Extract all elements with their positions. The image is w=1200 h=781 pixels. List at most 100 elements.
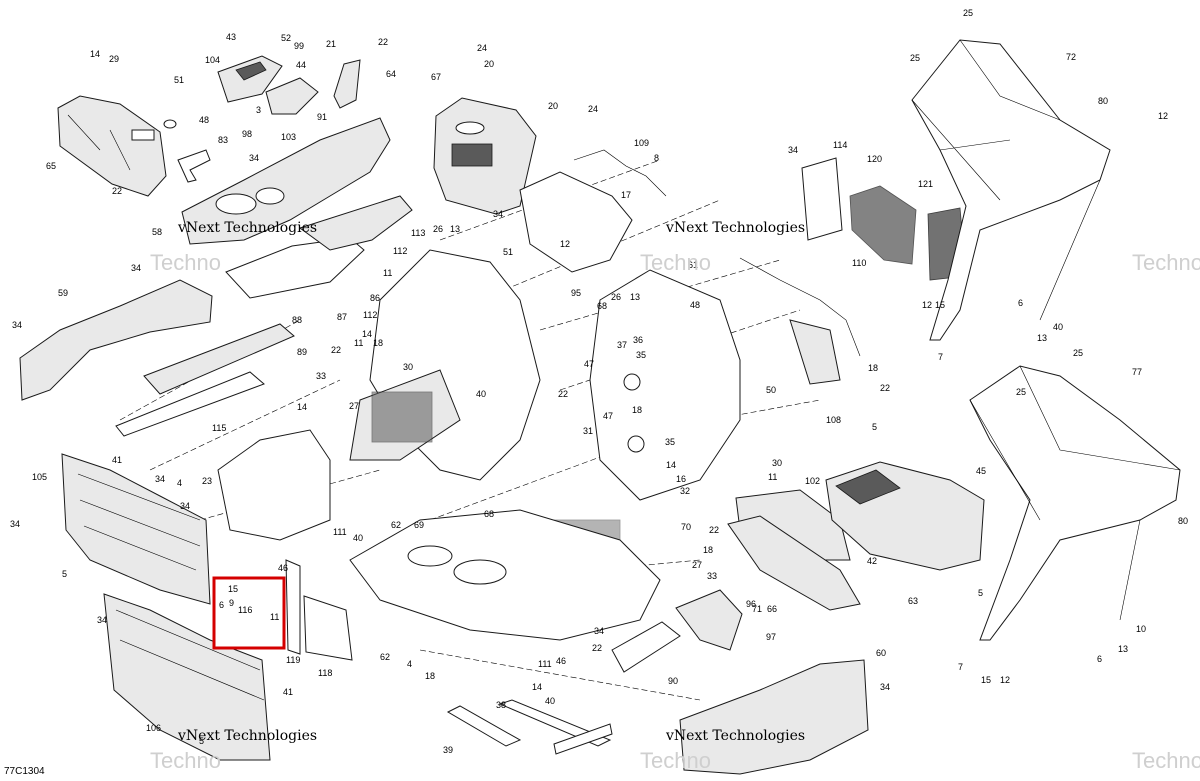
callout-12[interactable]: 12: [1000, 675, 1010, 685]
callout-13[interactable]: 13: [1118, 644, 1128, 654]
part-rail-90[interactable]: [611, 621, 681, 673]
callout-34[interactable]: 34: [788, 145, 798, 155]
callout-87[interactable]: 87: [337, 312, 347, 322]
callout-72[interactable]: 72: [1066, 52, 1076, 62]
callout-41[interactable]: 41: [112, 455, 122, 465]
callout-99[interactable]: 99: [294, 41, 304, 51]
callout-3[interactable]: 3: [256, 105, 261, 115]
callout-44[interactable]: 44: [296, 60, 306, 70]
highlight-box-116[interactable]: [212, 576, 286, 650]
callout-22[interactable]: 22: [592, 643, 602, 653]
callout-95[interactable]: 95: [571, 288, 581, 298]
callout-120[interactable]: 120: [867, 154, 882, 164]
callout-8[interactable]: 8: [654, 153, 659, 163]
callout-89[interactable]: 89: [297, 347, 307, 357]
callout-34[interactable]: 34: [594, 626, 604, 636]
callout-6[interactable]: 6: [1018, 298, 1023, 308]
callout-112[interactable]: 112: [363, 310, 377, 320]
callout-121[interactable]: 121: [918, 179, 933, 189]
part-lid-104-103[interactable]: [217, 55, 319, 115]
part-duct-42-63[interactable]: [825, 461, 985, 571]
callout-27[interactable]: 27: [692, 560, 702, 570]
callout-83[interactable]: 83: [218, 135, 228, 145]
callout-35[interactable]: 35: [665, 437, 675, 447]
callout-12[interactable]: 12: [922, 300, 932, 310]
callout-80[interactable]: 80: [1098, 96, 1108, 106]
callout-14[interactable]: 14: [362, 329, 372, 339]
callout-40[interactable]: 40: [476, 389, 486, 399]
callout-64[interactable]: 64: [386, 69, 396, 79]
callout-34[interactable]: 34: [880, 682, 890, 692]
callout-15[interactable]: 15: [228, 584, 238, 594]
callout-20[interactable]: 20: [484, 59, 494, 69]
callout-43[interactable]: 43: [226, 32, 236, 42]
callout-25[interactable]: 25: [910, 53, 920, 63]
callout-13[interactable]: 13: [630, 292, 640, 302]
callout-116[interactable]: 116: [238, 605, 252, 615]
callout-32[interactable]: 32: [680, 486, 690, 496]
callout-18[interactable]: 18: [703, 545, 713, 555]
callout-61[interactable]: 61: [688, 260, 698, 270]
callout-51[interactable]: 51: [174, 75, 184, 85]
callout-106[interactable]: 106: [146, 723, 161, 733]
callout-5[interactable]: 5: [62, 569, 67, 579]
callout-21[interactable]: 21: [326, 39, 336, 49]
part-dash-panel-67[interactable]: [433, 97, 537, 215]
callout-102[interactable]: 102: [805, 476, 820, 486]
callout-66[interactable]: 66: [767, 604, 777, 614]
callout-86[interactable]: 86: [370, 293, 380, 303]
callout-42[interactable]: 42: [867, 556, 877, 566]
callout-27[interactable]: 27: [349, 401, 359, 411]
callout-52[interactable]: 52: [281, 33, 291, 43]
callout-59[interactable]: 59: [58, 288, 68, 298]
callout-12[interactable]: 12: [560, 239, 570, 249]
part-roll-cage-72[interactable]: [911, 39, 1111, 341]
part-rail-88-89[interactable]: [115, 323, 295, 437]
callout-110[interactable]: 110: [852, 258, 866, 268]
callout-48[interactable]: 48: [199, 115, 209, 125]
callout-5[interactable]: 5: [872, 422, 877, 432]
callout-96[interactable]: 96: [746, 599, 756, 609]
callout-34[interactable]: 34: [131, 263, 141, 273]
callout-17[interactable]: 17: [621, 190, 631, 200]
callout-18[interactable]: 18: [868, 363, 878, 373]
callout-25[interactable]: 25: [963, 8, 973, 18]
callout-12[interactable]: 12: [1158, 111, 1168, 121]
callout-40[interactable]: 40: [353, 533, 363, 543]
callout-35[interactable]: 35: [636, 350, 646, 360]
callout-88[interactable]: 88: [292, 315, 302, 325]
callout-22[interactable]: 22: [558, 389, 568, 399]
callout-34[interactable]: 34: [493, 209, 503, 219]
callout-34[interactable]: 34: [97, 615, 107, 625]
callout-30[interactable]: 30: [772, 458, 782, 468]
callout-38[interactable]: 38: [496, 700, 506, 710]
callout-65[interactable]: 65: [46, 161, 56, 171]
callout-30[interactable]: 30: [403, 362, 413, 372]
callout-26[interactable]: 26: [433, 224, 443, 234]
callout-111[interactable]: 111: [538, 659, 552, 669]
callout-39[interactable]: 39: [443, 745, 453, 755]
part-duct-115[interactable]: [217, 429, 331, 541]
callout-103[interactable]: 103: [281, 132, 296, 142]
callout-11[interactable]: 11: [354, 338, 363, 348]
callout-77[interactable]: 77: [1132, 367, 1142, 377]
part-boot-64[interactable]: [333, 59, 361, 109]
callout-7[interactable]: 7: [958, 662, 963, 672]
callout-63[interactable]: 63: [908, 596, 918, 606]
callout-11[interactable]: 11: [383, 268, 392, 278]
callout-113[interactable]: 113: [411, 228, 425, 238]
part-front-panel-106[interactable]: [103, 593, 271, 761]
part-front-panel-105[interactable]: [61, 453, 211, 605]
callout-80[interactable]: 80: [1178, 516, 1188, 526]
part-guard-96-97[interactable]: [675, 589, 743, 651]
callout-62[interactable]: 62: [380, 652, 390, 662]
callout-22[interactable]: 22: [378, 37, 388, 47]
callout-13[interactable]: 13: [450, 224, 460, 234]
callout-5[interactable]: 5: [978, 588, 983, 598]
callout-15[interactable]: 15: [981, 675, 991, 685]
callout-34[interactable]: 34: [180, 501, 190, 511]
callout-41[interactable]: 41: [283, 687, 293, 697]
callout-109[interactable]: 109: [634, 138, 649, 148]
part-panel-118-119[interactable]: [285, 559, 353, 661]
callout-62[interactable]: 62: [391, 520, 401, 530]
